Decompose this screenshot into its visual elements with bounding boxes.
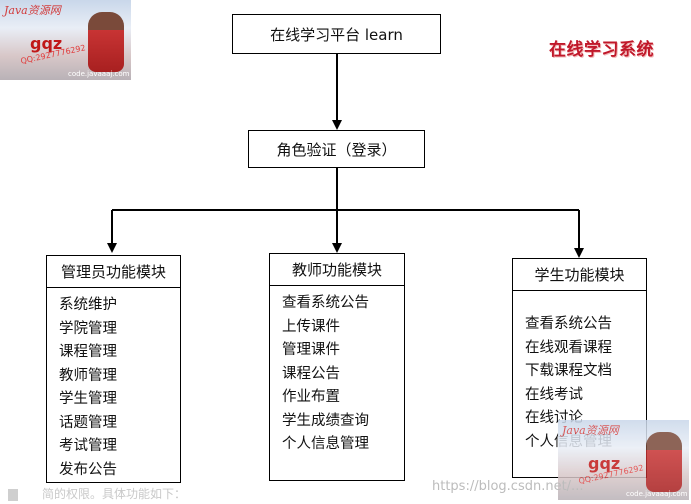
watermark-url: code.javaaaj.com xyxy=(626,490,688,498)
teacher-module-title: 教师功能模块 xyxy=(270,254,404,286)
list-item: 课程管理 xyxy=(59,344,117,360)
footer-marker xyxy=(8,489,18,501)
list-item: 话题管理 xyxy=(59,414,117,431)
watermark-bottom-right: Java资源网 gqz QQ:2927776292 code.javaaaj.c… xyxy=(558,420,689,500)
list-item: 在线观看课程 xyxy=(525,339,612,356)
admin-module-title: 管理员功能模块 xyxy=(47,256,180,288)
list-item: 在线考试 xyxy=(525,386,583,403)
watermark-figure-icon xyxy=(646,432,682,492)
list-item: 学院管理 xyxy=(59,320,117,337)
list-item: 系统维护 xyxy=(59,297,117,313)
watermark-logo: gqz xyxy=(588,454,621,473)
teacher-module: 教师功能模块 查看系统公告 上传课件 管理课件 课程公告 作业布置 学生成绩查询… xyxy=(269,253,405,481)
teacher-module-list: 查看系统公告 上传课件 管理课件 课程公告 作业布置 学生成绩查询 个人信息管理 xyxy=(270,286,404,457)
brand-title: 在线学习系统 xyxy=(549,40,654,60)
watermark-logo: gqz xyxy=(30,34,63,53)
watermark-figure-icon xyxy=(88,12,124,72)
platform-node: 在线学习平台 learn xyxy=(232,14,441,54)
student-module-title: 学生功能模块 xyxy=(513,259,646,291)
list-item: 作业布置 xyxy=(282,389,340,405)
list-item: 查看系统公告 xyxy=(282,295,369,311)
footer-note: 简的权限。具体功能如下： xyxy=(42,487,187,501)
list-item: 考试管理 xyxy=(59,438,117,454)
list-item: 管理课件 xyxy=(282,342,340,358)
auth-node: 角色验证（登录） xyxy=(248,130,425,168)
list-item: 课程公告 xyxy=(282,365,340,382)
admin-module: 管理员功能模块 系统维护 学院管理 课程管理 教师管理 学生管理 话题管理 考试… xyxy=(46,255,181,483)
list-item: 发布公告 xyxy=(59,461,117,478)
list-item: 下载课程文档 xyxy=(525,363,612,379)
blog-watermark: https://blog.csdn.net/... xyxy=(432,479,584,494)
platform-node-label: 在线学习平台 learn xyxy=(270,25,403,44)
watermark-site: Java资源网 xyxy=(562,424,619,437)
auth-node-label: 角色验证（登录） xyxy=(276,140,397,159)
list-item: 教师管理 xyxy=(59,367,117,384)
admin-module-list: 系统维护 学院管理 课程管理 教师管理 学生管理 话题管理 考试管理 发布公告 xyxy=(47,288,180,482)
watermark-url: code.javaaaj.com xyxy=(68,70,130,78)
list-item: 学生成绩查询 xyxy=(282,412,369,429)
watermark-top-left: Java资源网 gqz QQ:2927776292 code.javaaaj.c… xyxy=(0,0,131,80)
list-item: 上传课件 xyxy=(282,318,340,335)
list-item: 学生管理 xyxy=(59,391,117,407)
watermark-site: Java资源网 xyxy=(4,4,61,17)
list-item: 个人信息管理 xyxy=(282,436,369,452)
list-item: 查看系统公告 xyxy=(525,316,612,332)
